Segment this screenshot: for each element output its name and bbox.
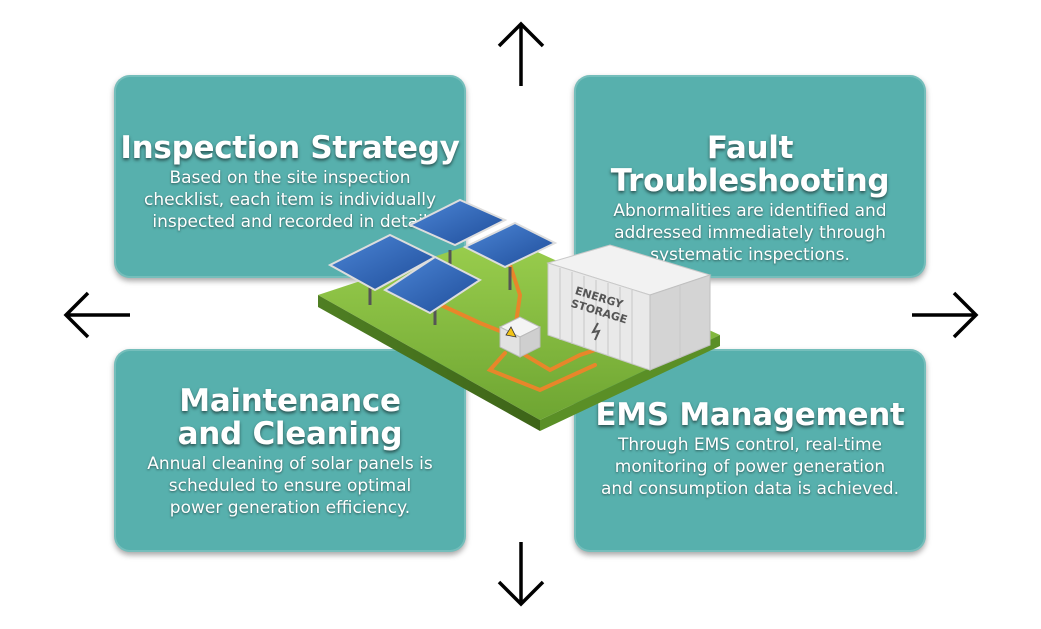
card-description: Through EMS control, real-time monitorin… bbox=[574, 434, 926, 500]
card-title: Inspection Strategy bbox=[120, 130, 460, 166]
card-title-line: Maintenance bbox=[179, 383, 401, 419]
solar-panels bbox=[327, 198, 558, 325]
arrow-left-icon bbox=[63, 291, 130, 339]
card-description: Abnormalities are identified and address… bbox=[574, 200, 926, 266]
arrow-up-icon bbox=[497, 21, 545, 86]
card-line: Annual cleaning of solar panels is bbox=[147, 454, 433, 474]
fault-troubleshooting-card: Fault Troubleshooting Abnormalities are … bbox=[574, 75, 926, 278]
junction-box bbox=[498, 316, 542, 358]
card-line: checklist, each item is individually bbox=[143, 190, 437, 210]
energy-storage-container: ENERGY STORAGE bbox=[546, 244, 712, 371]
card-title-line: and Cleaning bbox=[177, 416, 403, 452]
card-line: monitoring of power generation bbox=[614, 457, 886, 477]
card-line: addressed immediately through bbox=[614, 223, 886, 243]
solar-storage-illustration: ENERGY STORAGE bbox=[318, 198, 720, 431]
card-description: Based on the site inspection checklist, … bbox=[114, 167, 466, 233]
card-title: Maintenance and Cleaning bbox=[114, 385, 466, 451]
card-line: and consumption data is achieved. bbox=[601, 479, 899, 499]
card-line: inspected and recorded in detail bbox=[152, 212, 428, 232]
card-line: systematic inspections. bbox=[650, 245, 850, 265]
card-line: Through EMS control, real-time bbox=[617, 435, 882, 455]
inspection-strategy-card: Inspection Strategy Based on the site in… bbox=[114, 75, 466, 278]
card-line: Based on the site inspection bbox=[169, 168, 411, 188]
card-title: Fault Troubleshooting bbox=[610, 130, 890, 199]
solar-panel bbox=[383, 255, 482, 325]
warning-icon bbox=[505, 326, 517, 338]
lightning-icon bbox=[591, 322, 601, 341]
solar-panel bbox=[462, 221, 558, 290]
card-description: Annual cleaning of solar panels is sched… bbox=[114, 453, 466, 519]
card-line: Abnormalities are identified and bbox=[613, 201, 887, 221]
maintenance-cleaning-card: Maintenance and Cleaning Annual cleaning… bbox=[114, 349, 466, 552]
card-line: scheduled to ensure optimal bbox=[168, 476, 412, 496]
card-title: EMS Management bbox=[595, 397, 905, 433]
arrow-down-icon bbox=[497, 542, 545, 607]
arrow-right-icon bbox=[912, 291, 979, 339]
card-line: power generation efficiency. bbox=[169, 498, 411, 518]
